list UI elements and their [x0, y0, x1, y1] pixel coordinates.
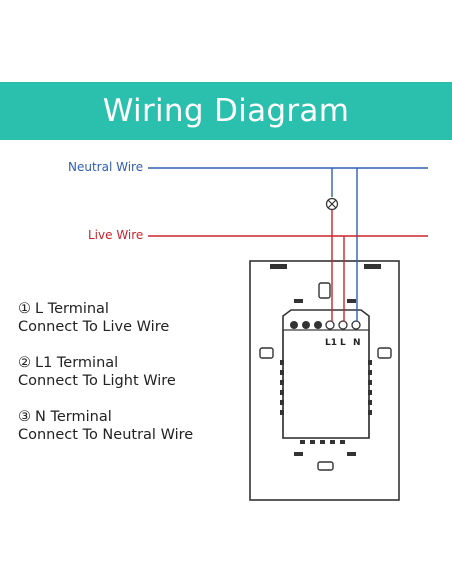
step-number: ①: [18, 301, 31, 317]
step-description: Connect To Live Wire: [18, 319, 170, 335]
screw-terminal: [290, 321, 298, 329]
terminal-block: [290, 320, 361, 330]
title-banner: Wiring Diagram: [0, 82, 452, 140]
step-number: ③: [18, 409, 31, 425]
diagram-title: Wiring Diagram: [102, 93, 350, 129]
vent-mark: [294, 452, 303, 456]
vent-mark: [347, 452, 356, 456]
indicator-window: [318, 282, 331, 299]
step-title: N Terminal: [35, 409, 112, 425]
plate-slot: [364, 264, 381, 269]
plate-slot: [270, 264, 287, 269]
live-wire-label: Live Wire: [88, 228, 144, 242]
step-title: L Terminal: [35, 301, 109, 317]
module-vents: [280, 360, 372, 444]
step-description: Connect To Light Wire: [18, 373, 176, 389]
screw-terminal: [302, 321, 310, 329]
neutral-wire-label: Neutral Wire: [68, 160, 144, 174]
screw-terminal-l: [338, 320, 348, 330]
lamp-icon: [325, 197, 339, 211]
step-title: L1 Terminal: [35, 355, 119, 371]
terminal-label-l: L: [340, 338, 346, 348]
terminal-label-n: N: [353, 338, 361, 348]
bottom-clip: [317, 461, 334, 471]
side-clip: [377, 347, 392, 359]
vent-mark: [294, 299, 303, 303]
screw-terminal: [314, 321, 322, 329]
screw-terminal-n: [351, 320, 361, 330]
terminal-label-l1: L1: [325, 338, 337, 348]
vent-mark: [347, 299, 356, 303]
step-number: ②: [18, 355, 31, 371]
side-clip: [259, 347, 274, 359]
step-description: Connect To Neutral Wire: [18, 427, 194, 443]
screw-terminal-l1: [325, 320, 335, 330]
